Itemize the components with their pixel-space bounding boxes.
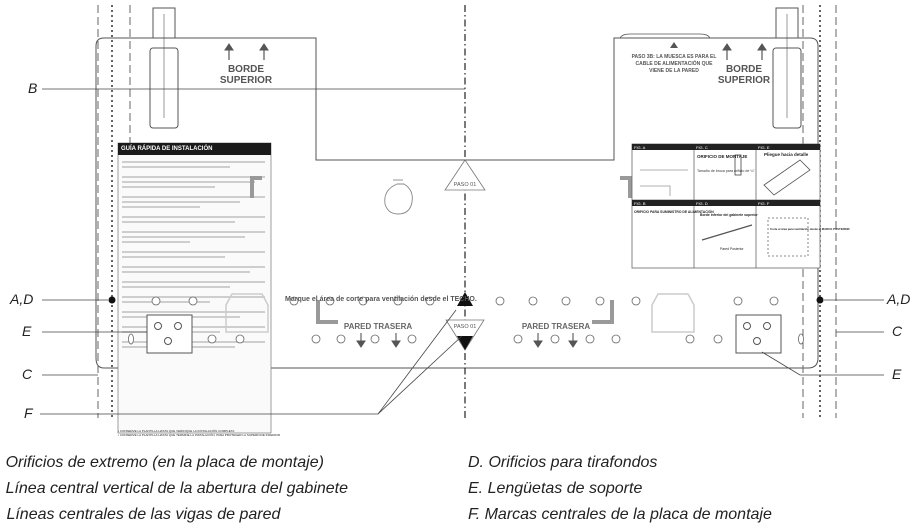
- bracket-shape-left: [225, 293, 269, 333]
- fig-f-text: Corte el área para ventilación desde el …: [770, 227, 850, 231]
- up-arrows-left: [224, 43, 269, 60]
- callout-c-left: C: [22, 366, 33, 382]
- fig-a-label: FIG. A: [634, 145, 646, 150]
- fig-d-text2: Pared Posterior: [720, 247, 744, 251]
- legend-e: E. Lengüetas de soporte: [468, 480, 643, 497]
- support-tab-left: [146, 314, 193, 354]
- rear-wall-label-right: PARED TRASERA: [522, 322, 591, 331]
- lag-bolt-hole-left: [108, 296, 116, 304]
- quick-guide-footer-1: • CONSERVE LA PLANTILLA HASTA QUE VERIFI…: [118, 429, 235, 433]
- step-badge-triangle-bottom: [445, 319, 485, 351]
- center-mark-top: [457, 292, 473, 306]
- quick-guide-title: GUÍA RÁPIDA DE INSTALACIÓN: [118, 143, 271, 155]
- fig-f-label: FIG. F: [758, 201, 770, 206]
- vent-cut-note: Marque el área de corte para ventilación…: [285, 296, 477, 303]
- fig-e-label: FIG. E: [758, 145, 770, 150]
- support-tab-right: [735, 314, 782, 354]
- step-badge-top: PASO 01: [454, 182, 477, 188]
- callout-ad-right: A,D: [887, 291, 911, 307]
- edge-label-right-2: SUPERIOR: [718, 75, 771, 86]
- template-outline: [95, 37, 819, 369]
- quick-guide-footer-2: • CONSERVE LA PLANTILLA HASTA QUE TERMIN…: [118, 433, 280, 437]
- corner-mark-bottom-right: [592, 300, 614, 324]
- mounting-holes-bottom-row: [207, 334, 723, 344]
- legend-a: A. Orificios de extremo (en la placa de …: [0, 454, 324, 471]
- callout-leaders: [40, 88, 884, 415]
- power-cord-notch: [619, 33, 711, 39]
- notch-note-3: VIENE DE LA PARED: [649, 68, 699, 74]
- legend-d: D. Orificios para tirafondos: [468, 454, 658, 471]
- legend-c: C. Líneas centrales de las vigas de pare…: [0, 506, 281, 523]
- fig-b-label: FIG. B: [634, 201, 646, 206]
- end-holes: [128, 333, 804, 345]
- figures-panel: [631, 143, 821, 269]
- up-arrows-right: [722, 43, 767, 60]
- vent-cutout-shape: [384, 183, 413, 215]
- callout-f: F: [24, 405, 33, 421]
- fig-b-title: ORIFICIO PARA SUMINISTRO DE ALIMENTACIÓN: [634, 209, 714, 214]
- callout-c-right: C: [892, 323, 903, 339]
- bracket-shape-right: [651, 293, 695, 333]
- legend-f: F. Marcas centrales de la placa de monta…: [468, 506, 772, 523]
- lag-bolt-hole-right: [816, 296, 824, 304]
- corner-mark-bottom-left: [316, 300, 338, 324]
- top-hanger-right: [772, 7, 802, 129]
- callout-ad-left: A,D: [10, 291, 34, 307]
- corner-mark-right: [620, 176, 632, 198]
- center-mark-bottom: [457, 336, 473, 350]
- fig-c-text: Tamaño de broca para orificio de ¼": [697, 169, 755, 173]
- edge-label-left-1: BORDE: [228, 64, 264, 75]
- legend-b: B. Línea central vertical de la abertura…: [0, 480, 349, 497]
- notch-note-2: CABLE DE ALIMENTACIÓN QUE: [636, 59, 714, 67]
- fig-d-text1: Borde inferior del gabinete superior: [700, 213, 758, 217]
- rear-wall-label-left: PARED TRASERA: [344, 322, 413, 331]
- callout-e-right: E: [892, 366, 902, 382]
- corner-mark-left: [250, 176, 262, 198]
- quick-guide-footer: • CONSERVE LA PLANTILLA HASTA QUE VERIFI…: [118, 429, 280, 437]
- step-badge-triangle: [444, 159, 486, 191]
- fig-d-label: FIG. D: [696, 201, 708, 206]
- quick-guide-panel: [117, 142, 272, 434]
- edge-label-left-2: SUPERIOR: [220, 75, 273, 86]
- fig-c-title: ORIFICIO DE MONTAJE: [697, 154, 747, 159]
- down-arrows: [356, 333, 578, 348]
- fig-c-label: FIG. C: [696, 145, 708, 150]
- callout-e-left: E: [22, 323, 32, 339]
- callout-b: B: [28, 80, 38, 96]
- mounting-holes-top-row: [151, 296, 779, 306]
- fig-e-text: Pliegue hacia detalle: [764, 152, 809, 157]
- notch-note-1: PASO 3B: LA MUESCA ES PARA EL: [632, 54, 717, 60]
- top-hanger-left: [149, 7, 179, 129]
- step-badge-bottom: PASO 01: [454, 324, 477, 330]
- notch-triangle-icon: [670, 42, 678, 48]
- edge-label-right-1: BORDE: [726, 64, 762, 75]
